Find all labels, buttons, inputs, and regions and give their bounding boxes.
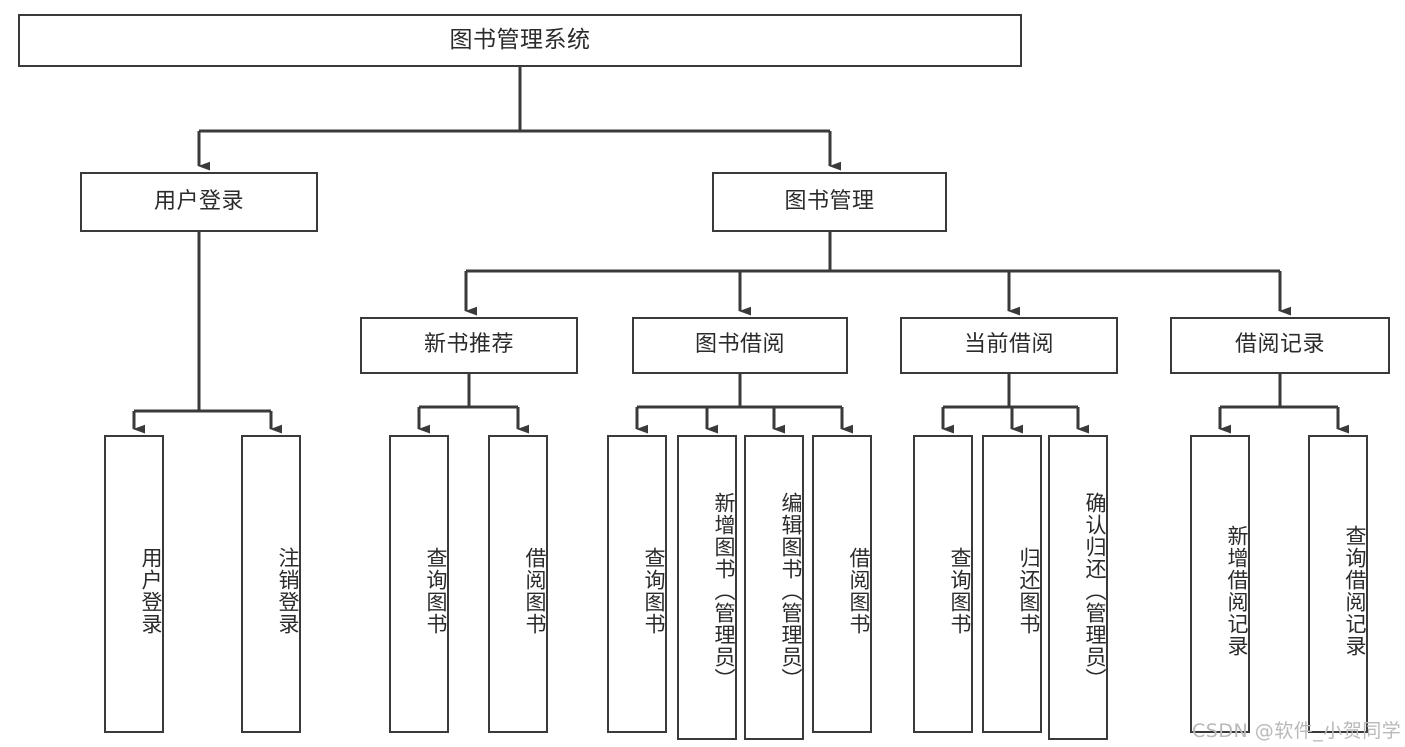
node-book-borrow[interactable]: 图书借阅 [632,317,848,374]
leaf-borrow-book[interactable]: 借阅图书 [812,435,872,733]
node-label: 新增图书（管理员） [712,491,736,690]
leaf-query-book-borrow[interactable]: 查询图书 [607,435,667,733]
node-label: 图书管理 [784,188,875,214]
leaf-add-borrow-record[interactable]: 新增借阅记录 [1190,435,1250,733]
leaf-query-borrow-record[interactable]: 查询借阅记录 [1308,435,1368,733]
node-label: 查询图书 [642,547,666,635]
leaf-query-book-recommend[interactable]: 查询图书 [389,435,449,733]
node-current-borrow[interactable]: 当前借阅 [900,317,1118,374]
node-label: 图书管理系统 [449,26,591,53]
node-label: 查询图书 [948,547,972,635]
node-label: 查询借阅记录 [1343,525,1367,657]
leaf-confirm-return-admin[interactable]: 确认归还（管理员） [1048,435,1108,740]
node-label: 编辑图书（管理员） [779,491,803,690]
node-label: 用户登录 [153,188,244,214]
node-label: 借阅图书 [847,547,871,635]
node-borrow-record[interactable]: 借阅记录 [1170,317,1390,374]
node-label: 注销登录 [276,547,300,635]
node-label: 用户登录 [139,547,163,635]
node-root-system[interactable]: 图书管理系统 [18,14,1022,67]
leaf-edit-book-admin[interactable]: 编辑图书（管理员） [744,435,804,740]
node-label: 新增借阅记录 [1225,525,1249,657]
node-label: 图书借阅 [694,332,785,358]
node-book-management[interactable]: 图书管理 [712,172,947,232]
csdn-watermark: CSDN @软件_小贺同学 [1192,720,1402,742]
node-label: 查询图书 [424,547,448,635]
leaf-query-book-current[interactable]: 查询图书 [913,435,973,733]
node-label: 借阅记录 [1234,332,1325,358]
node-label: 当前借阅 [963,332,1054,358]
leaf-borrow-book-recommend[interactable]: 借阅图书 [488,435,548,733]
node-label: 新书推荐 [423,332,514,358]
leaf-add-book-admin[interactable]: 新增图书（管理员） [677,435,737,740]
node-label: 确认归还（管理员） [1083,491,1107,690]
leaf-return-book[interactable]: 归还图书 [982,435,1042,733]
node-new-book-recommend[interactable]: 新书推荐 [360,317,578,374]
leaf-user-login[interactable]: 用户登录 [104,435,164,733]
leaf-logout[interactable]: 注销登录 [241,435,301,733]
node-label: 归还图书 [1017,547,1041,635]
node-label: 借阅图书 [523,547,547,635]
node-user-login[interactable]: 用户登录 [80,172,318,232]
